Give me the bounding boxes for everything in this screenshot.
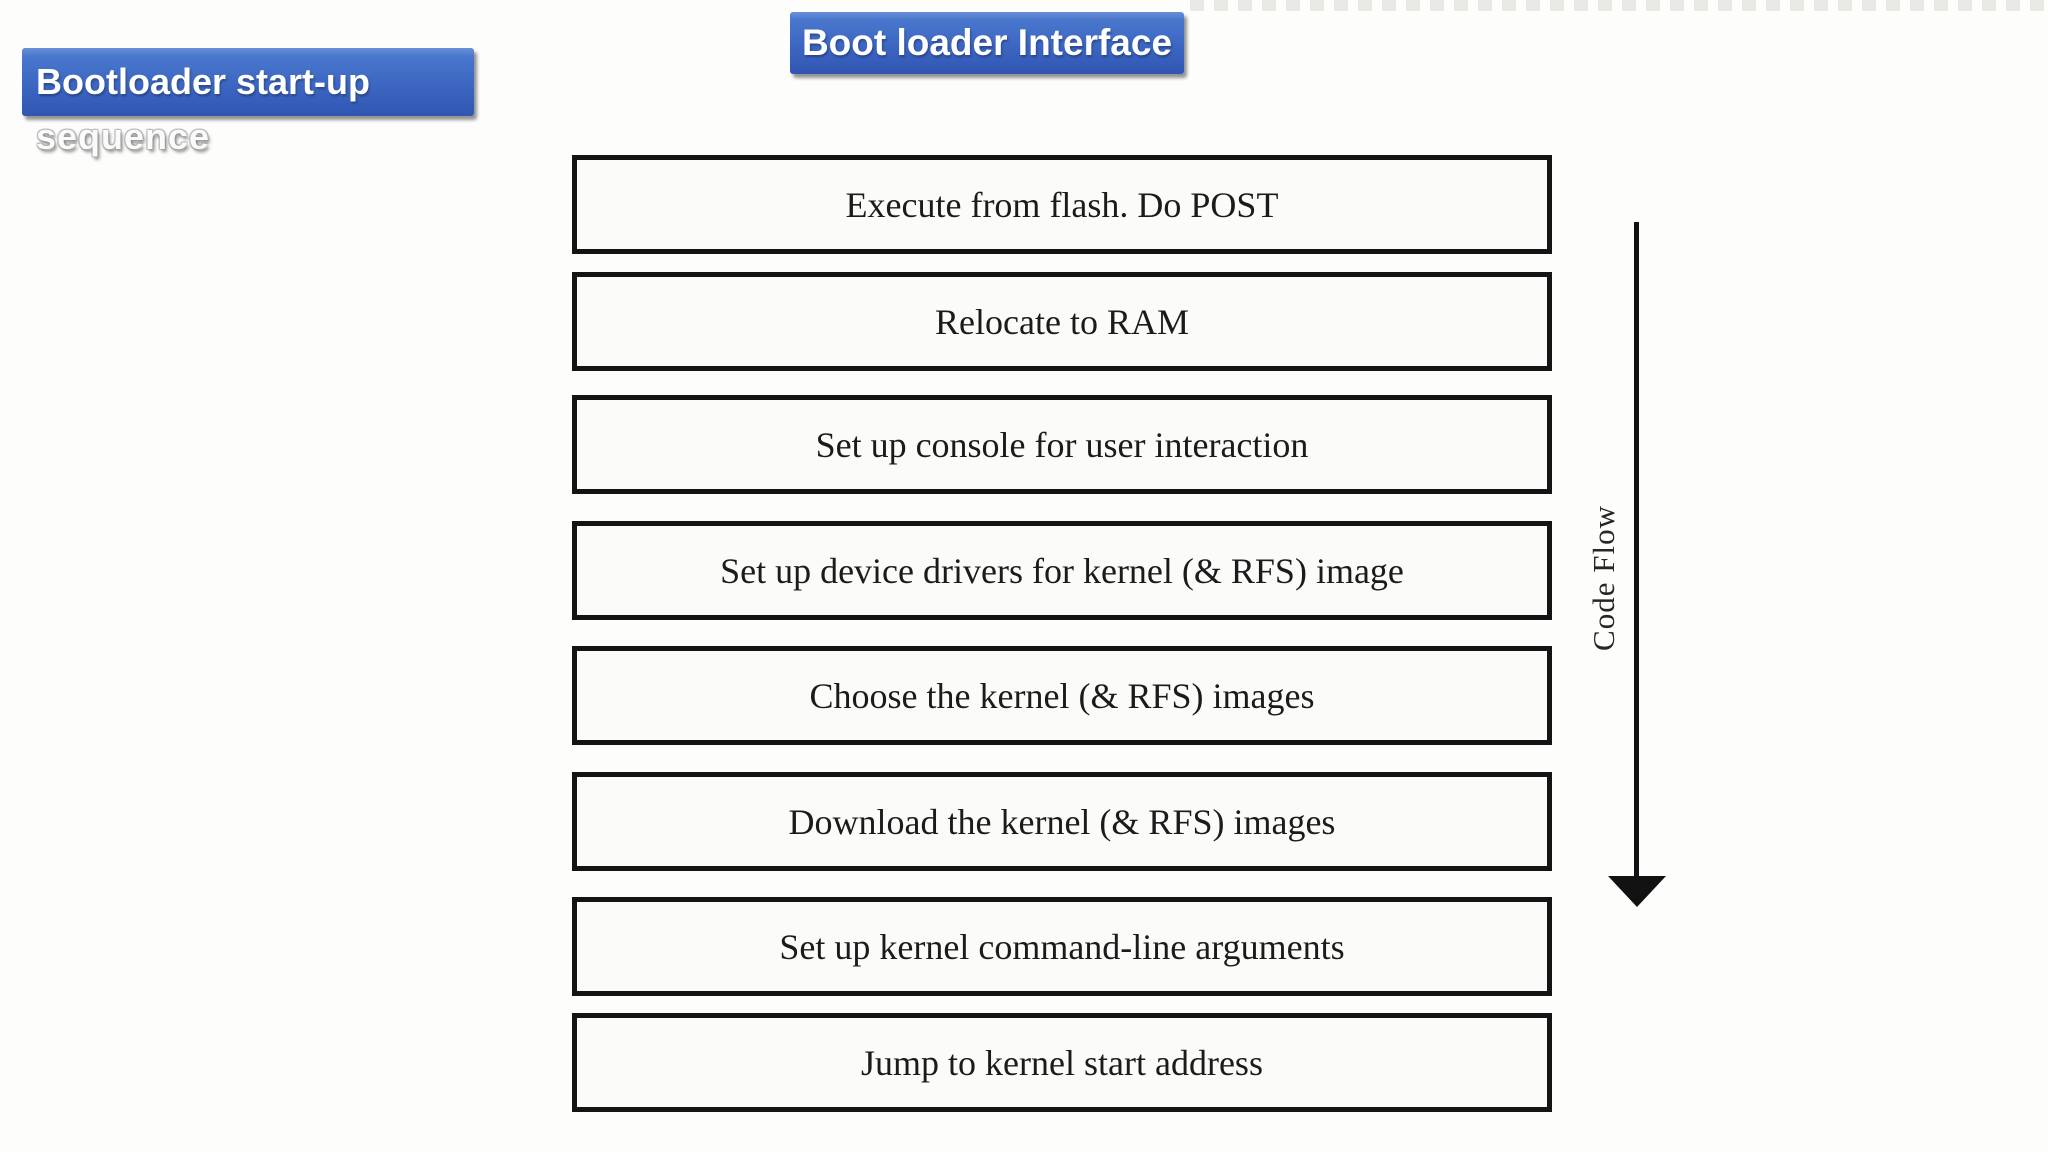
flow-step-label: Jump to kernel start address (861, 1042, 1263, 1083)
flow-step-label: Choose the kernel (& RFS) images (809, 675, 1315, 716)
subtitle-banner: Bootloader start-up (22, 48, 474, 116)
code-flow-arrow-line (1634, 222, 1639, 878)
title-banner: Boot loader Interface (790, 12, 1184, 74)
flow-step-label: Set up console for user interaction (815, 424, 1309, 465)
flow-step-label: Execute from flash. Do POST (845, 184, 1279, 225)
top-edge-artifact (1190, 0, 2048, 11)
flow-step-box: Relocate to RAM (572, 272, 1552, 371)
flow-step-label: Set up kernel command-line arguments (779, 926, 1345, 967)
code-flow-arrowhead-icon (1608, 876, 1666, 907)
flow-step-label: Relocate to RAM (935, 301, 1189, 342)
flow-step-box: Execute from flash. Do POST (572, 155, 1552, 254)
code-flow-label: Code Flow (1586, 505, 1621, 651)
flow-step-label: Set up device drivers for kernel (& RFS)… (720, 550, 1404, 591)
flow-step-box: Download the kernel (& RFS) images (572, 772, 1552, 871)
flow-step-box: Choose the kernel (& RFS) images (572, 646, 1552, 745)
subtitle-line1: Bootloader start-up (36, 61, 371, 102)
subtitle-line2: sequence (36, 116, 211, 157)
flow-step-box: Set up kernel command-line arguments (572, 897, 1552, 996)
flow-step-label: Download the kernel (& RFS) images (788, 801, 1336, 842)
flow-step-box: Set up console for user interaction (572, 395, 1552, 494)
flow-step-box: Set up device drivers for kernel (& RFS)… (572, 521, 1552, 620)
flow-step-box: Jump to kernel start address (572, 1013, 1552, 1112)
page-title: Boot loader Interface (801, 22, 1173, 63)
